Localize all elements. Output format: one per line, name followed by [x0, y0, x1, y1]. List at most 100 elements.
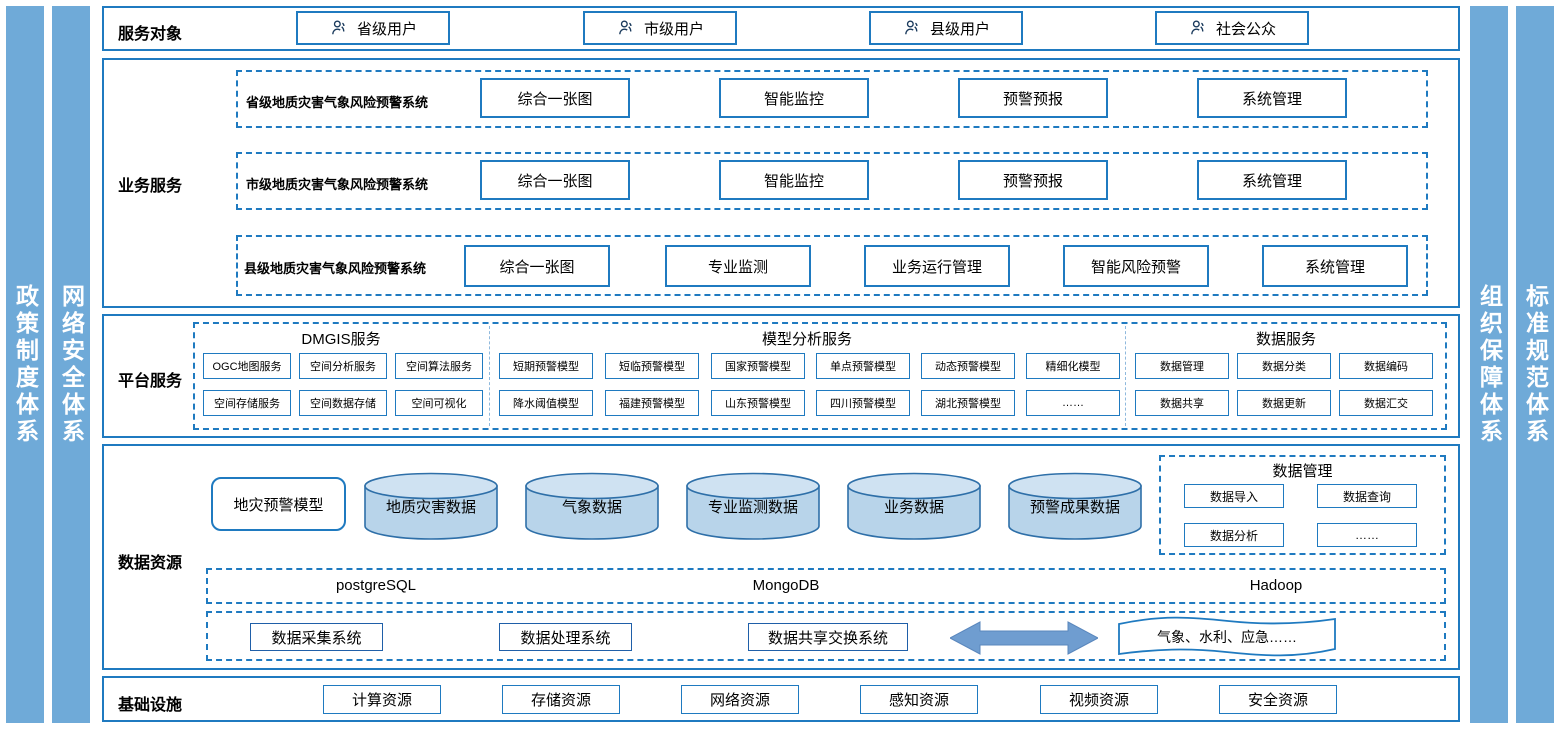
user-icon — [616, 18, 636, 38]
user-chip-city[interactable]: 市级用户 — [583, 11, 737, 45]
data-model-box[interactable]: 地灾预警模型 — [211, 477, 346, 531]
platform-data-item-3[interactable]: 数据编码 — [1339, 353, 1433, 379]
platform-data-item-6[interactable]: 数据汇交 — [1339, 390, 1433, 416]
business-item-county-4[interactable]: 智能风险预警 — [1063, 245, 1209, 287]
section-data-resource-label: 数据资源 — [118, 555, 183, 572]
platform-data-item-2[interactable]: 数据分类 — [1237, 353, 1331, 379]
side-band-standards: 标准规范体系 — [1516, 6, 1554, 723]
platform-model-item-12[interactable]: …… — [1026, 390, 1120, 416]
data-management-item-2[interactable]: 数据查询 — [1317, 484, 1417, 508]
database-hadoop: Hadoop — [1249, 577, 1303, 594]
data-management-item-4[interactable]: …… — [1317, 523, 1417, 547]
business-item-county-3[interactable]: 业务运行管理 — [864, 245, 1010, 287]
user-icon — [1188, 18, 1208, 38]
platform-model-item-1[interactable]: 短期预警模型 — [499, 353, 593, 379]
platform-dmgis-item-4[interactable]: 空间存储服务 — [203, 390, 291, 416]
system-data-sharing-exchange[interactable]: 数据共享交换系统 — [748, 623, 908, 651]
side-band-organization-label: 组织保障体系 — [1476, 283, 1503, 446]
platform-group-title-model: 模型分析服务 — [761, 331, 852, 348]
business-row-city-name: 市级地质灾害气象风险预警系统 — [246, 177, 429, 192]
double-arrow-icon — [948, 620, 1100, 661]
database-band — [206, 568, 1446, 604]
platform-data-item-4[interactable]: 数据共享 — [1135, 390, 1229, 416]
cylinder-label: 气象数据 — [561, 498, 622, 516]
infrastructure-item-security[interactable]: 安全资源 — [1219, 685, 1337, 714]
external-departments-banner: 气象、水利、应急…… — [1116, 615, 1338, 659]
section-platform-service-label: 平台服务 — [118, 373, 183, 390]
platform-model-item-6[interactable]: 精细化模型 — [1026, 353, 1120, 379]
data-management-item-1[interactable]: 数据导入 — [1184, 484, 1284, 508]
business-item-county-1[interactable]: 综合一张图 — [464, 245, 610, 287]
side-band-network-security: 网络安全体系 — [52, 6, 90, 723]
side-band-policy: 政策制度体系 — [6, 6, 44, 723]
system-data-processing[interactable]: 数据处理系统 — [499, 623, 632, 651]
cylinder-label: 专业监测数据 — [707, 498, 798, 516]
database-postgresql: postgreSQL — [335, 577, 417, 594]
platform-model-item-2[interactable]: 短临预警模型 — [605, 353, 699, 379]
cylinder-professional-monitoring-data[interactable]: 专业监测数据 — [685, 472, 821, 540]
platform-data-item-1[interactable]: 数据管理 — [1135, 353, 1229, 379]
business-item-city-2[interactable]: 智能监控 — [719, 160, 869, 200]
side-band-network-security-label: 网络安全体系 — [58, 283, 85, 446]
platform-data-item-5[interactable]: 数据更新 — [1237, 390, 1331, 416]
business-row-county-name: 县级地质灾害气象风险预警系统 — [244, 261, 427, 276]
user-chip-province[interactable]: 省级用户 — [296, 11, 450, 45]
business-item-city-4[interactable]: 系统管理 — [1197, 160, 1347, 200]
platform-group-separator-1 — [489, 326, 490, 426]
user-chip-public[interactable]: 社会公众 — [1155, 11, 1309, 45]
side-band-standards-label: 标准规范体系 — [1522, 283, 1549, 446]
business-item-county-2[interactable]: 专业监测 — [665, 245, 811, 287]
platform-model-item-3[interactable]: 国家预警模型 — [711, 353, 805, 379]
systems-band — [206, 611, 1446, 661]
infrastructure-item-compute[interactable]: 计算资源 — [323, 685, 441, 714]
business-item-county-5[interactable]: 系统管理 — [1262, 245, 1408, 287]
platform-dmgis-item-6[interactable]: 空间可视化 — [395, 390, 483, 416]
platform-model-item-5[interactable]: 动态预警模型 — [921, 353, 1015, 379]
platform-model-item-8[interactable]: 福建预警模型 — [605, 390, 699, 416]
side-band-policy-label: 政策制度体系 — [12, 283, 39, 446]
business-item-province-4[interactable]: 系统管理 — [1197, 78, 1347, 118]
platform-model-item-7[interactable]: 降水阈值模型 — [499, 390, 593, 416]
data-management-group — [1159, 455, 1446, 555]
data-management-item-3[interactable]: 数据分析 — [1184, 523, 1284, 547]
platform-group-title-data: 数据服务 — [1255, 331, 1316, 348]
platform-dmgis-item-1[interactable]: OGC地图服务 — [203, 353, 291, 379]
user-chip-public-label: 社会公众 — [1215, 20, 1276, 38]
business-item-province-2[interactable]: 智能监控 — [719, 78, 869, 118]
business-row-county — [236, 235, 1428, 296]
infrastructure-item-network[interactable]: 网络资源 — [681, 685, 799, 714]
infrastructure-item-storage[interactable]: 存储资源 — [502, 685, 620, 714]
cylinder-meteorological-data[interactable]: 气象数据 — [524, 472, 660, 540]
platform-model-item-10[interactable]: 四川预警模型 — [816, 390, 910, 416]
business-item-province-3[interactable]: 预警预报 — [958, 78, 1108, 118]
cylinder-warning-result-data[interactable]: 预警成果数据 — [1007, 472, 1143, 540]
database-mongodb: MongoDB — [752, 577, 820, 594]
user-chip-county-label: 县级用户 — [929, 20, 990, 38]
infrastructure-item-sensing[interactable]: 感知资源 — [860, 685, 978, 714]
business-item-city-1[interactable]: 综合一张图 — [480, 160, 630, 200]
cylinder-label: 业务数据 — [883, 498, 944, 516]
business-item-city-3[interactable]: 预警预报 — [958, 160, 1108, 200]
user-chip-province-label: 省级用户 — [356, 20, 417, 38]
cylinder-label: 地质灾害数据 — [385, 498, 476, 516]
platform-service-outer — [193, 322, 1447, 430]
cylinder-business-data[interactable]: 业务数据 — [846, 472, 982, 540]
business-row-city — [236, 152, 1428, 210]
system-data-collection[interactable]: 数据采集系统 — [250, 623, 383, 651]
platform-dmgis-item-5[interactable]: 空间数据存储 — [299, 390, 387, 416]
platform-model-item-4[interactable]: 单点预警模型 — [816, 353, 910, 379]
infrastructure-item-video[interactable]: 视频资源 — [1040, 685, 1158, 714]
user-chip-county[interactable]: 县级用户 — [869, 11, 1023, 45]
section-business-service-label: 业务服务 — [118, 178, 183, 195]
business-item-province-1[interactable]: 综合一张图 — [480, 78, 630, 118]
platform-model-item-9[interactable]: 山东预警模型 — [711, 390, 805, 416]
platform-model-item-11[interactable]: 湖北预警模型 — [921, 390, 1015, 416]
side-band-organization: 组织保障体系 — [1470, 6, 1508, 723]
platform-group-title-dmgis: DMGIS服务 — [301, 331, 381, 348]
platform-dmgis-item-3[interactable]: 空间算法服务 — [395, 353, 483, 379]
cylinder-geohazard-data[interactable]: 地质灾害数据 — [363, 472, 499, 540]
platform-group-separator-2 — [1125, 326, 1126, 426]
external-departments-label: 气象、水利、应急…… — [1157, 629, 1297, 645]
platform-dmgis-item-2[interactable]: 空间分析服务 — [299, 353, 387, 379]
